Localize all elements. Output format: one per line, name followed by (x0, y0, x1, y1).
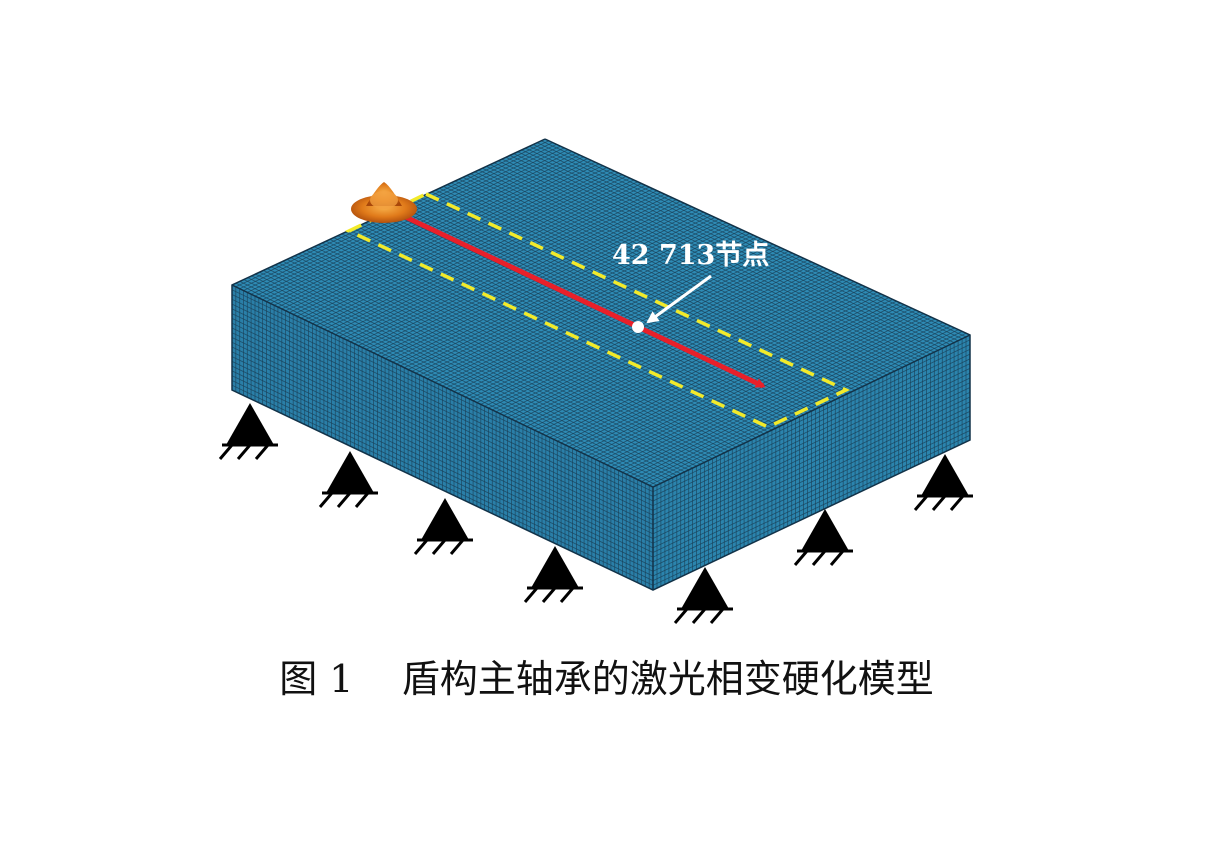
laser-scan-path-arrow (393, 209, 766, 389)
figure-caption: 图 1 盾构主轴承的激光相变硬化模型 (279, 657, 934, 701)
meshed-block (231, 138, 971, 591)
node-count-label: 42 713节点 (612, 240, 769, 271)
laser-heat-source-icon (351, 182, 417, 223)
finite-element-mesh-lines (231, 140, 971, 589)
support-triangle-icon (673, 567, 733, 624)
support-triangle-icon (523, 546, 583, 603)
support-triangle-icon (793, 509, 853, 566)
block-top-front-edges (231, 284, 971, 488)
node-callout-arrow (646, 274, 712, 324)
support-triangle-icon (913, 454, 973, 511)
block-top-face (232, 139, 970, 487)
support-triangle-icon (413, 498, 473, 555)
boundary-supports (218, 403, 973, 624)
support-triangle-icon (318, 451, 378, 508)
support-triangle-icon (218, 403, 278, 460)
node-marker (632, 321, 644, 333)
